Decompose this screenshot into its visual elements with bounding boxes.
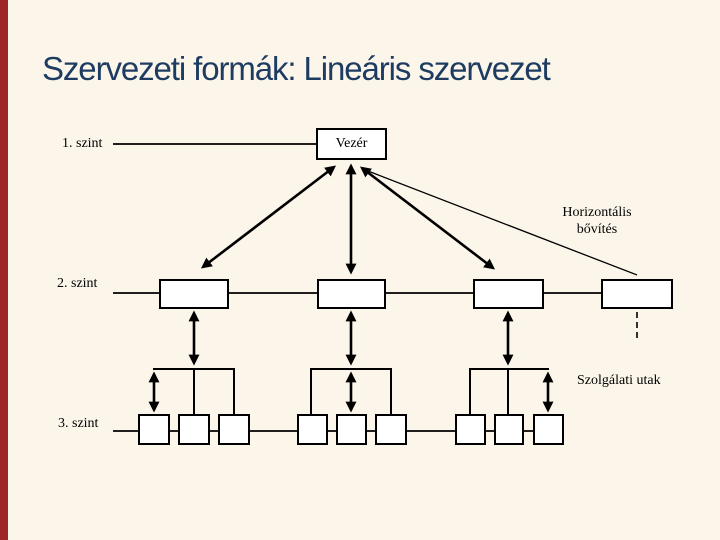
slide-title: Szervezeti formák: Lineáris szervezet bbox=[42, 50, 551, 87]
horizontal-expansion-line bbox=[367, 170, 638, 276]
level3-box-6 bbox=[375, 414, 407, 445]
level3-box-1 bbox=[138, 414, 170, 445]
level2-box-2 bbox=[317, 279, 386, 309]
arrow-root-unit1 bbox=[200, 165, 337, 269]
arrow-root-unit3 bbox=[359, 166, 496, 270]
left-accent-bar bbox=[0, 0, 8, 540]
level2-box-4 bbox=[601, 279, 673, 309]
level2-box-1 bbox=[159, 279, 229, 309]
root-box: Vezér bbox=[316, 128, 387, 160]
level2-label: 2. szint bbox=[57, 276, 98, 291]
level2-box-3 bbox=[473, 279, 544, 309]
level3-box-9 bbox=[533, 414, 564, 445]
level1-label: 1. szint bbox=[62, 136, 103, 151]
level3-box-4 bbox=[297, 414, 328, 445]
level3-label: 3. szint bbox=[58, 416, 99, 431]
service-paths-label: Szolgálati utak bbox=[577, 373, 661, 388]
level3-box-3 bbox=[218, 414, 250, 445]
root-box-label: Vezér bbox=[335, 136, 368, 151]
horizontal-expansion-label: Horizontális bővítés bbox=[562, 205, 632, 237]
level3-box-5 bbox=[336, 414, 367, 445]
level3-box-8 bbox=[494, 414, 524, 445]
level3-box-7 bbox=[455, 414, 486, 445]
level3-box-2 bbox=[178, 414, 210, 445]
